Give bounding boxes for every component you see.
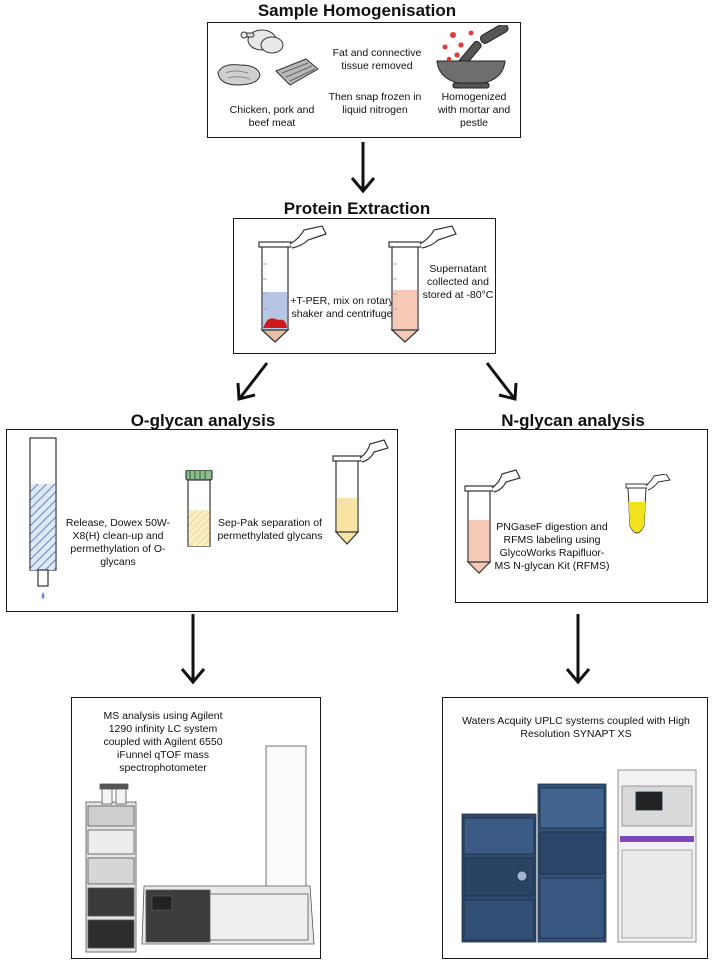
mortar-pestle-icon [436,25,509,89]
tube-sample-icon [464,469,521,574]
nglycan-box [455,429,708,603]
tube-labeled-icon [625,474,671,534]
arrow-extraction-to-nglycan [485,362,518,401]
sample-homogenisation-title: Sample Homogenisation [257,1,457,20]
extraction-result-label: Supernatant collected and stored at -80°… [422,263,494,301]
arrow-extraction-to-oglycan [236,362,269,401]
homog-step1-label: Fat and connective tissue removed [332,47,422,72]
agilent-instrument-image [85,745,315,953]
arrow-homog-to-extraction [350,142,376,194]
waters-instrument-image [461,769,697,943]
protein-extraction-title: Protein Extraction [283,199,431,218]
tube-supernatant-icon [388,225,457,343]
dowex-column-icon [29,437,57,599]
tube-pellet-icon [258,225,327,343]
arrow-nglycan-to-ms [565,614,591,685]
meat-label: Chicken, pork and beef meat [229,104,315,129]
meat-icon [217,29,319,86]
agilent-ms-label: MS analysis using Agilent 1290 infinity … [103,710,223,774]
oglycan-step1-label: Release, Dowex 50W-X8(H) clean-up and pe… [65,517,171,568]
homog-result-label: Homogenized with mortar and pestle [437,91,511,129]
arrow-oglycan-to-ms [180,614,206,685]
vial-icon [185,470,213,547]
nglycan-step-label: PNGaseF digestion and RFMS labeling usin… [494,521,610,572]
oglycan-step2-label: Sep-Pak separation of permethylated glyc… [217,517,323,542]
nglycan-title: N-glycan analysis [501,411,645,430]
oglycan-title: O-glycan analysis [130,411,276,430]
waters-ms-label: Waters Acquity UPLC systems coupled with… [462,715,690,740]
extraction-step-label: +T-PER, mix on rotary shaker and centrif… [290,295,394,320]
homog-step2-label: Then snap frozen in liquid nitrogen [328,91,422,116]
tube-glycans-icon [332,439,389,545]
